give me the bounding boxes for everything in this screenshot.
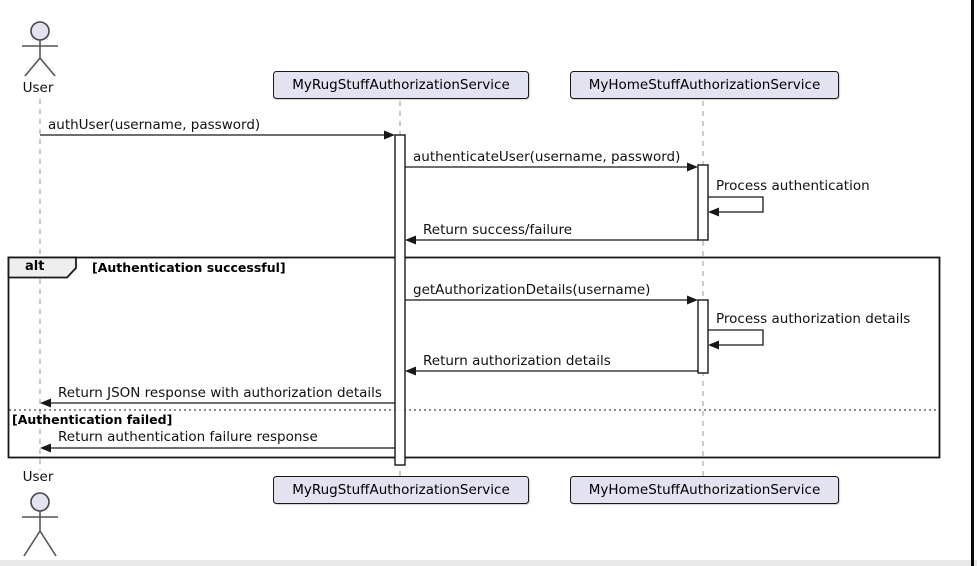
message-label-process-authentication: Process authentication (716, 178, 870, 194)
message-label-return-failure-response: Return authentication failure response (58, 429, 318, 445)
message-arrow-return-json-response (40, 398, 395, 408)
message-label-return-json-response: Return JSON response with authorization … (58, 385, 382, 401)
message-arrow-process-authentication (708, 196, 764, 217)
message-arrow-getauthorizationdetails (405, 295, 698, 305)
message-label-process-authorization-details: Process authorization details (716, 311, 911, 327)
participant-box-myrugstuff-bottom: MyRugStuffAuthorizationService (273, 476, 529, 504)
message-label-return-success-failure: Return success/failure (423, 222, 573, 238)
user-label-top: User (22, 80, 54, 96)
alt-operator-label: alt (25, 259, 45, 274)
message-arrow-return-authorization-details (405, 366, 698, 376)
alt-operator-pentagon (7, 256, 77, 279)
window-edge-line (971, 0, 974, 566)
user-label-bottom: User (22, 469, 54, 485)
message-arrow-process-authorization-details (708, 329, 764, 350)
alt-frame (7, 256, 941, 459)
activation-bar-myrugstuff (394, 134, 406, 466)
alt-guard-successful: [Authentication successful] (92, 260, 286, 275)
message-arrow-authenticateuser (405, 162, 698, 172)
participant-box-myrugstuff-top: MyRugStuffAuthorizationService (273, 71, 529, 99)
message-label-authenticateuser: authenticateUser(username, password) (413, 149, 681, 165)
message-arrow-return-success-failure (405, 235, 698, 245)
message-label-return-authorization-details: Return authorization details (423, 353, 611, 369)
message-arrow-authuser (40, 130, 395, 140)
message-arrow-return-failure-response (40, 443, 395, 453)
user-actor-figure-bottom (22, 492, 58, 557)
alt-guard-failed: [Authentication failed] (12, 412, 173, 427)
window-bottom-strip (0, 560, 977, 566)
activation-bar-myhomestuff-auth (697, 164, 709, 241)
activation-bar-myhomestuff-details (697, 299, 709, 374)
message-label-authuser: authUser(username, password) (48, 117, 261, 133)
message-label-getauthorizationdetails: getAuthorizationDetails(username) (413, 282, 651, 298)
participant-box-myhomestuff-top: MyHomeStuffAuthorizationService (570, 71, 839, 99)
user-actor-figure-top (22, 21, 58, 77)
participant-box-myhomestuff-bottom: MyHomeStuffAuthorizationService (570, 476, 839, 504)
